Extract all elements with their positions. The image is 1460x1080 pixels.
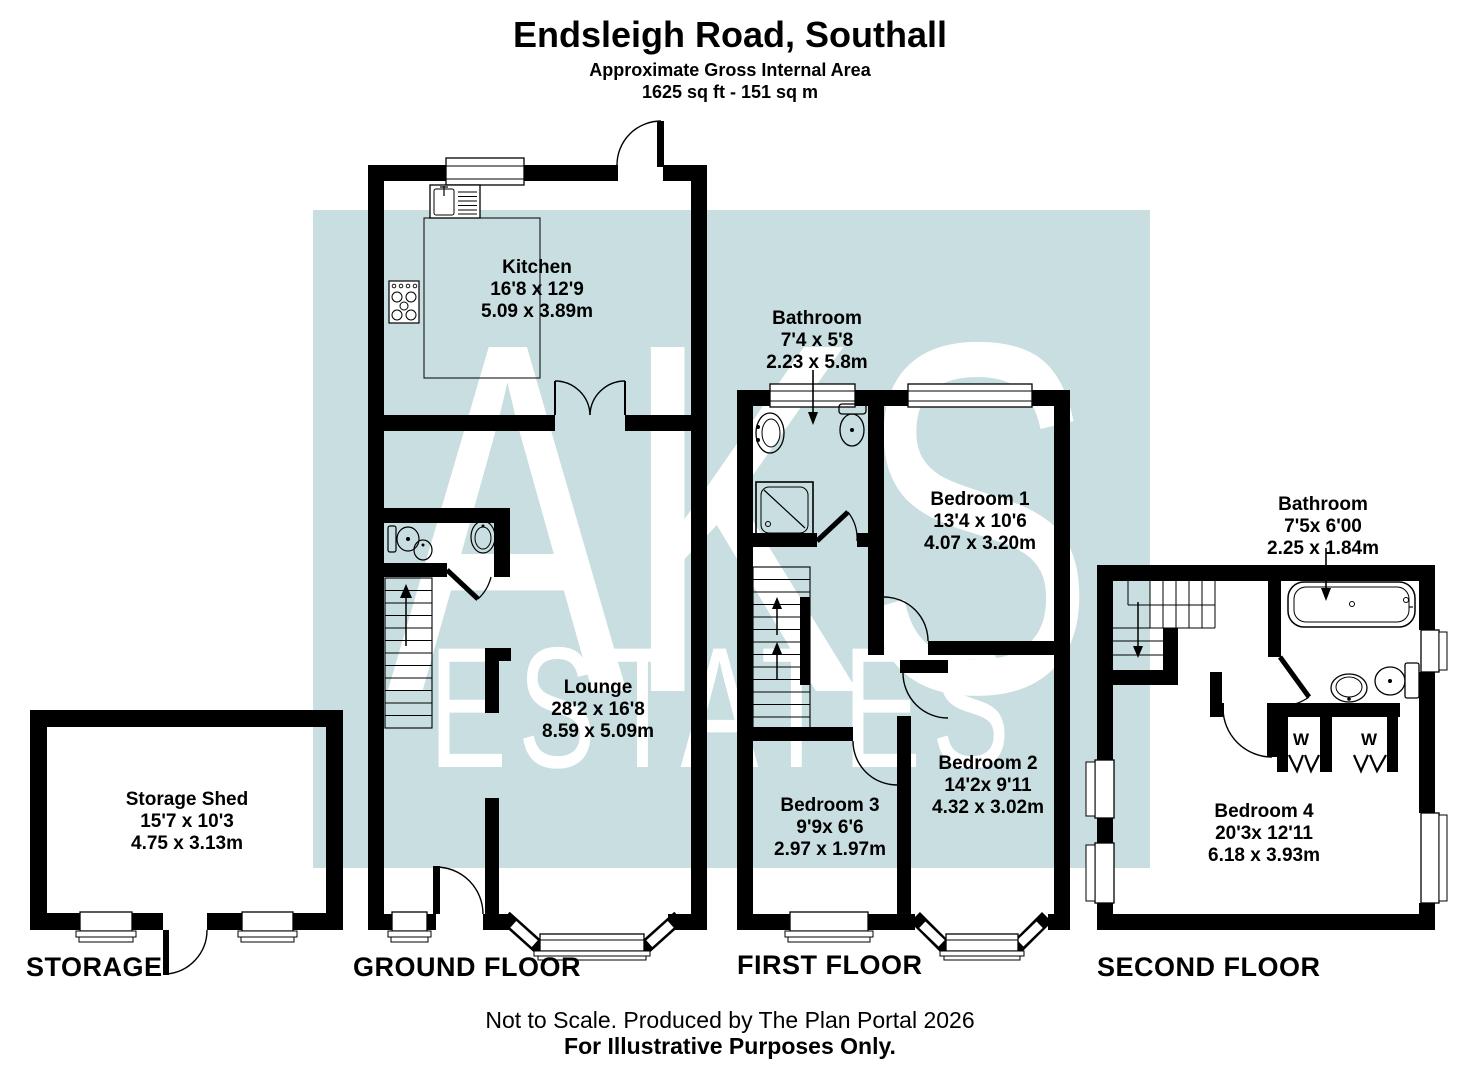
- wc-basin: [470, 520, 496, 554]
- room-size-metric: 4.07 x 3.20m: [924, 533, 1036, 554]
- room-size-metric: 8.59 x 5.09m: [542, 721, 654, 742]
- room-name: Bedroom 1: [930, 489, 1030, 510]
- room-size-imperial: 15'7 x 10'3: [140, 811, 234, 832]
- room-name: Bathroom: [772, 308, 862, 329]
- room-size-imperial: 16'8 x 12'9: [490, 279, 584, 300]
- room-size-imperial: 28'2 x 16'8: [551, 699, 645, 720]
- kitchen-counter: [423, 217, 541, 379]
- room-size-imperial: 9'9x 6'6: [796, 817, 864, 838]
- room-name: Kitchen: [502, 257, 572, 278]
- room-label-sf-bathroom: Bathroom 7'5x 6'00 2.25 x 1.84m: [1267, 494, 1379, 560]
- kitchen-french-doors: [554, 380, 626, 416]
- storage-window-right: [237, 911, 298, 943]
- sf-bathroom-basin: [1330, 673, 1368, 703]
- room-size-imperial: 14'2x 9'11: [944, 775, 1032, 796]
- second-floor-walls: [1097, 565, 1435, 930]
- bedroom2-door: [902, 672, 949, 719]
- room-label-bedroom4: Bedroom 4 20'3x 12'11 6.18 x 3.93m: [1208, 801, 1320, 867]
- room-label-bedroom3: Bedroom 3 9'9x 6'6 2.97 x 1.97m: [774, 795, 886, 861]
- watermark-brand-sub: ESTATES: [429, 612, 1021, 804]
- room-size-metric: 4.75 x 3.13m: [131, 833, 243, 854]
- footer-illustrative-note: For Illustrative Purposes Only.: [564, 1033, 896, 1059]
- room-label-bedroom2: Bedroom 2 14'2x 9'11 4.32 x 3.02m: [932, 753, 1044, 819]
- floor-label-ground: GROUND FLOOR: [353, 952, 581, 982]
- room-size-metric: 5.09 x 3.89m: [481, 301, 593, 322]
- ground-floor-plan: [368, 120, 707, 961]
- closet-label-1: W: [1293, 730, 1310, 749]
- bedroom1-door: [883, 596, 929, 642]
- room-size-metric: 6.18 x 3.93m: [1208, 845, 1320, 866]
- second-floor-stairs: [1113, 581, 1216, 658]
- room-name: Storage Shed: [125, 789, 249, 810]
- sf-bathroom-door: [1277, 655, 1312, 707]
- room-name: Lounge: [563, 677, 633, 698]
- room-label-ff-bathroom: Bathroom 7'4 x 5'8 2.23 x 5.8m: [766, 308, 867, 374]
- wc-door: [445, 568, 492, 601]
- storage-window-left: [75, 911, 137, 943]
- bedroom4-door: [1222, 703, 1277, 758]
- sf-bathroom-window: [1420, 629, 1448, 673]
- floor-label-first: FIRST FLOOR: [737, 950, 923, 980]
- room-label-storage-shed: Storage Shed 15'7 x 10'3 4.75 x 3.13m: [126, 789, 248, 855]
- kitchen-sink-unit: [429, 184, 481, 219]
- room-label-bedroom1: Bedroom 1 13'4 x 10'6 4.07 x 3.20m: [924, 489, 1036, 555]
- room-size-metric: 2.25 x 1.84m: [1267, 538, 1379, 559]
- first-floor-walls: [737, 390, 1070, 930]
- room-name: Bedroom 2: [938, 753, 1038, 774]
- first-floor-stairs: [752, 566, 811, 731]
- bedroom2-bay-window: [910, 912, 1052, 961]
- room-size-imperial: 20'3x 12'11: [1215, 823, 1313, 844]
- room-name: Bedroom 3: [780, 795, 880, 816]
- ff-shower: [755, 481, 814, 539]
- first-floor-plan: [737, 370, 1070, 961]
- bedroom3-window: [784, 911, 874, 943]
- room-size-metric: 2.97 x 1.97m: [774, 839, 886, 860]
- sf-left-window-lower: [1085, 842, 1115, 904]
- wc-toilet: [387, 525, 420, 553]
- page-title: Endsleigh Road, Southall: [512, 14, 948, 55]
- gross-internal-area: 1625 sq ft - 151 sq m: [641, 82, 819, 102]
- room-size-imperial: 7'5x 6'00: [1284, 516, 1362, 537]
- sf-left-window-upper: [1085, 759, 1115, 819]
- room-size-imperial: 13'4 x 10'6: [933, 511, 1027, 532]
- sf-bathroom-arrow: [1321, 548, 1331, 601]
- kitchen-top-window: [445, 157, 525, 186]
- room-name: Bedroom 4: [1214, 801, 1314, 822]
- bedroom3-door: [852, 740, 898, 786]
- bedroom1-window: [907, 383, 1033, 408]
- room-size-imperial: 7'4 x 5'8: [780, 330, 854, 351]
- page-subtitle: Approximate Gross Internal Area: [589, 60, 871, 80]
- closet-label-2: W: [1361, 730, 1378, 749]
- room-size-metric: 4.32 x 3.02m: [932, 797, 1044, 818]
- lounge-bay-window: [500, 911, 684, 961]
- kitchen-hob: [388, 280, 420, 324]
- room-label-lounge: Lounge 28'2 x 16'8 8.59 x 5.09m: [542, 677, 654, 743]
- second-floor-plan: W W: [1085, 548, 1448, 930]
- room-label-kitchen: Kitchen 16'8 x 12'9 5.09 x 3.89m: [481, 257, 593, 323]
- ground-floor-walls: [368, 165, 707, 930]
- room-size-metric: 2.23 x 5.8m: [766, 352, 868, 373]
- ff-bathroom-arrow: [808, 370, 818, 425]
- floor-label-storage: STORAGE: [26, 952, 163, 982]
- floor-label-second: SECOND FLOOR: [1097, 952, 1321, 982]
- sf-bathroom-toilet: [1374, 662, 1420, 699]
- storage-door: [163, 913, 208, 975]
- room-name: Bathroom: [1278, 494, 1368, 515]
- closet-bifold-doors: [1288, 754, 1387, 774]
- ff-bathroom-door: [815, 510, 858, 543]
- storage-plan: [30, 710, 343, 975]
- lounge-window: [387, 911, 432, 943]
- bedroom4-window: [1420, 812, 1448, 904]
- footer-disclaimer: Not to Scale. Produced by The Plan Porta…: [485, 1007, 975, 1033]
- ground-stairs: [384, 577, 433, 729]
- front-door: [433, 866, 484, 915]
- sf-bathtub: [1287, 581, 1416, 628]
- wc-small-basin: [413, 539, 433, 561]
- ff-bathroom-toilet: [838, 403, 867, 447]
- kitchen-entry-door: [616, 120, 664, 167]
- ff-bathroom-basin: [755, 412, 785, 454]
